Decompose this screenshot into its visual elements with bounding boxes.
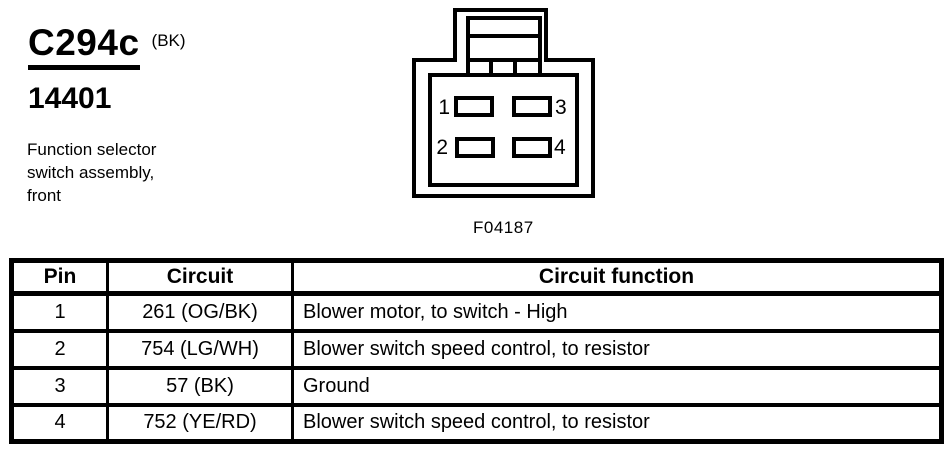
table-header-row: Pin Circuit Circuit function	[10, 259, 943, 296]
circuit-cell: 261 (OG/BK)	[106, 291, 294, 333]
pin-4-label: 4	[554, 136, 566, 159]
circuit-cell: 57 (BK)	[106, 365, 294, 407]
pin-number-cell: 4	[10, 402, 109, 444]
circuit-function-cell: Blower motor, to switch - High	[291, 291, 943, 333]
circuit-function-cell: Blower switch speed control, to resistor	[291, 402, 943, 444]
pin-3-cavity	[512, 96, 552, 117]
column-header-pin: Pin	[10, 259, 109, 296]
table-row-pin-3: 3 57 (BK) Ground	[10, 365, 943, 407]
table-row-pin-4: 4 752 (YE/RD) Blower switch speed contro…	[10, 402, 943, 444]
pin-number-cell: 1	[10, 291, 109, 333]
pin-1-cavity	[454, 96, 494, 117]
pinout-table: Pin Circuit Circuit function 1 261 (OG/B…	[9, 258, 944, 444]
part-number: 14401	[28, 82, 112, 115]
pin-2-cavity	[455, 137, 495, 158]
latch-tab-base-divider-right	[513, 60, 517, 75]
pin-1-label: 1	[438, 96, 450, 119]
connector-color-code: (BK)	[151, 31, 186, 50]
figure-id: F04187	[473, 218, 534, 237]
table-row-pin-2: 2 754 (LG/WH) Blower switch speed contro…	[10, 328, 943, 370]
connector-description: Function selector switch assembly, front	[27, 140, 157, 205]
pin-4-cavity	[512, 137, 552, 158]
pin-number-cell: 3	[10, 365, 109, 407]
latch-tab-divider-line	[470, 34, 538, 38]
table-row-pin-1: 1 261 (OG/BK) Blower motor, to switch - …	[10, 291, 943, 333]
circuit-cell: 754 (LG/WH)	[106, 328, 294, 370]
column-header-circuit: Circuit	[106, 259, 294, 296]
pin-number-cell: 2	[10, 328, 109, 370]
pin-2-label: 2	[436, 136, 448, 159]
latch-tab-inner	[466, 16, 542, 62]
connector-inner-face	[428, 73, 579, 187]
column-header-circuit-function: Circuit function	[291, 259, 943, 296]
pin-3-label: 3	[555, 96, 567, 119]
circuit-function-cell: Ground	[291, 365, 943, 407]
circuit-function-cell: Blower switch speed control, to resistor	[291, 328, 943, 370]
title-block: C294c (BK)	[28, 23, 186, 70]
latch-tab-base-divider-left	[489, 60, 493, 75]
circuit-cell: 752 (YE/RD)	[106, 402, 294, 444]
connector-id: C294c	[28, 23, 140, 70]
